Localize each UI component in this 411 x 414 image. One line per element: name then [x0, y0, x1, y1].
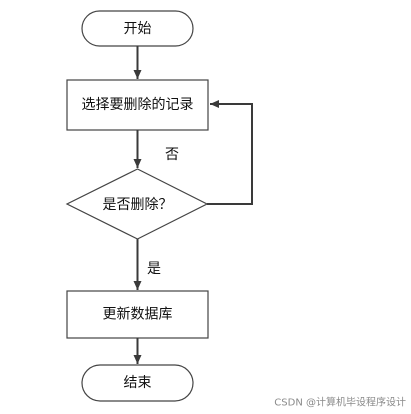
select-record-label: 选择要删除的记录	[82, 97, 194, 113]
select-record-node: 选择要删除的记录	[66, 79, 209, 131]
update-db-node: 更新数据库	[66, 290, 209, 339]
start-node: 开始	[81, 10, 194, 47]
end-label: 结束	[124, 375, 152, 391]
end-node: 结束	[81, 364, 194, 402]
decision-label: 是否删除？	[103, 197, 173, 213]
start-label: 开始	[124, 21, 152, 37]
decision-node: 是否删除？	[65, 168, 209, 240]
yes-label: 是	[147, 261, 161, 277]
watermark-text: CSDN @计算机毕设程序设计	[274, 396, 406, 409]
no-label: 否	[165, 147, 179, 163]
update-db-label: 更新数据库	[103, 307, 173, 323]
arrow-no-loop	[207, 100, 253, 205]
